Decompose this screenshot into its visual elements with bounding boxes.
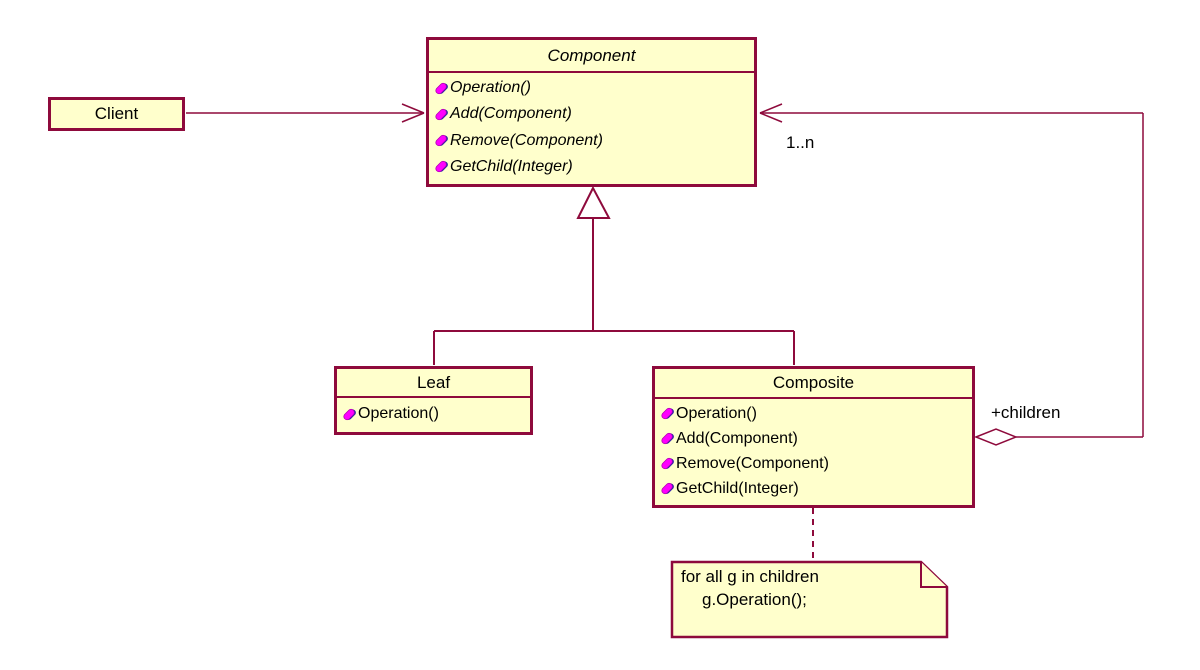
method-label: Remove(Component) <box>676 454 829 472</box>
class-box-leaf[interactable]: Leaf Operation() <box>334 366 533 435</box>
method-row: Operation() <box>434 79 752 97</box>
inheritance-triangle-icon <box>576 185 611 219</box>
multiplicity-label[interactable]: 1..n <box>786 133 815 152</box>
method-list: Operation() Add(Component) Remove(Compon… <box>429 73 754 182</box>
method-label: Operation() <box>450 79 531 97</box>
method-row: Operation() <box>660 405 970 423</box>
class-title: Composite <box>655 369 972 399</box>
method-label: Add(Component) <box>450 105 572 123</box>
note-fold-icon <box>920 562 947 588</box>
open-arrowhead-icon <box>401 103 425 123</box>
association-client-component[interactable] <box>186 103 425 123</box>
note-shape[interactable] <box>670 560 949 639</box>
operation-icon <box>435 82 448 94</box>
note-text-line2: g.Operation(); <box>702 590 807 609</box>
method-label: Remove(Component) <box>450 131 603 149</box>
method-row: Add(Component) <box>434 105 752 123</box>
class-box-component[interactable]: Component Operation() Add(Component) Rem… <box>426 37 757 187</box>
class-box-client[interactable]: Client <box>48 97 185 131</box>
operation-icon <box>661 482 674 495</box>
class-title: Leaf <box>337 369 530 398</box>
method-row: Operation() <box>342 405 528 423</box>
aggregation-composite-component[interactable] <box>759 103 1144 446</box>
method-row: Remove(Component) <box>434 132 752 150</box>
method-label: Operation() <box>358 405 439 422</box>
operation-icon <box>661 432 674 445</box>
method-label: GetChild(Integer) <box>676 479 799 497</box>
method-label: Operation() <box>676 404 757 422</box>
class-title: Component <box>429 40 754 73</box>
operation-icon <box>343 408 356 420</box>
method-row: Add(Component) <box>660 430 970 448</box>
method-row: GetChild(Integer) <box>434 158 752 176</box>
method-row: GetChild(Integer) <box>660 480 970 498</box>
operation-icon <box>661 407 674 420</box>
class-title: Client <box>94 104 139 123</box>
generalization-connector[interactable] <box>433 185 795 365</box>
class-box-composite[interactable]: Composite Operation() Add(Component) Rem… <box>652 366 975 508</box>
method-list: Operation() <box>337 398 530 430</box>
method-list: Operation() Add(Component) Remove(Compon… <box>655 399 972 503</box>
operation-icon <box>435 108 448 121</box>
open-arrowhead-icon <box>759 103 783 123</box>
note-text-line1: for all g in children <box>681 567 819 586</box>
operation-icon <box>435 134 448 147</box>
operation-icon <box>435 161 448 173</box>
operation-icon <box>661 457 674 470</box>
method-row: Remove(Component) <box>660 455 970 473</box>
method-label: Add(Component) <box>676 429 798 447</box>
role-label-children[interactable]: +children <box>991 403 1061 422</box>
aggregation-diamond-icon <box>973 428 1019 446</box>
method-label: GetChild(Integer) <box>450 157 573 175</box>
